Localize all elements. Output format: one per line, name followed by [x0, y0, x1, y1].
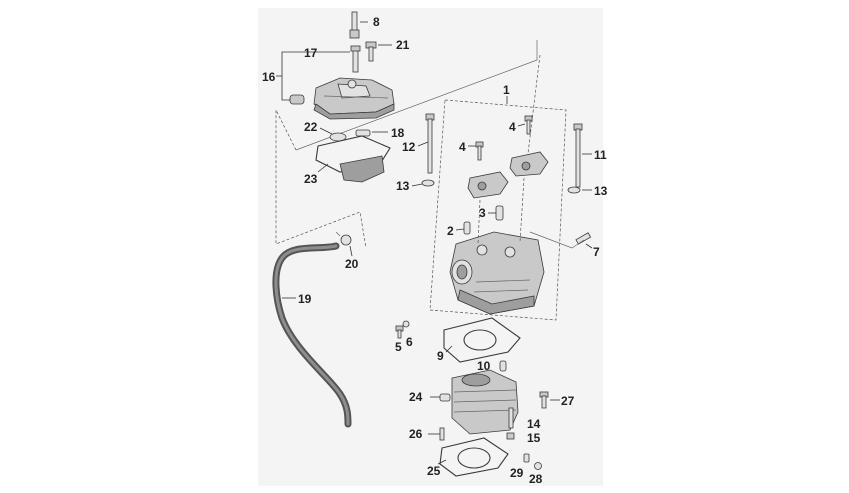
callout-24: 24	[409, 390, 423, 404]
callout-11: 11	[594, 148, 607, 162]
part-26-stud	[439, 427, 445, 441]
routing-line-left	[275, 109, 367, 249]
part-3-dowel	[495, 205, 504, 221]
cylinder-head-assembly-outline	[429, 99, 567, 321]
part-11-head-bolt	[573, 123, 583, 188]
callout-1: 1	[503, 83, 510, 97]
callout-23: 23	[304, 172, 318, 186]
callout-2: 2	[447, 224, 454, 238]
callout-17: 17	[304, 46, 318, 60]
part-7-sensor	[575, 232, 592, 245]
callout-4-left: 4	[459, 140, 466, 154]
routing-line-right	[525, 54, 541, 171]
part-2-dowel	[463, 221, 471, 235]
callout-16: 16	[262, 70, 276, 84]
callout-21: 21	[396, 38, 410, 52]
part-15-nut	[506, 432, 515, 440]
part-4-bolt-left	[475, 141, 484, 161]
callout-3: 3	[479, 206, 486, 220]
callout-13-right: 13	[594, 184, 608, 198]
part-4-bolt-right	[524, 115, 533, 135]
callout-13-left: 13	[396, 179, 410, 193]
part-23-valve-cover-gasket	[315, 135, 391, 183]
part-12-head-bolt	[425, 113, 435, 174]
cylinder-block	[451, 369, 519, 435]
callout-29: 29	[510, 466, 524, 480]
part-19-breather-hose	[272, 242, 352, 428]
camshaft-cap-left	[467, 171, 509, 199]
camshaft-cap-right	[509, 151, 549, 177]
part-18-seal	[355, 129, 371, 137]
part-14-stud	[508, 407, 514, 429]
callout-12: 12	[402, 140, 416, 154]
part-13-washer-right	[567, 186, 581, 194]
part-27-bolt	[539, 391, 549, 409]
part-6-washer	[402, 320, 410, 328]
callout-7: 7	[593, 245, 600, 259]
part-24-fitting	[439, 393, 451, 402]
callout-26: 26	[409, 427, 423, 441]
part-21-bolt	[365, 41, 377, 62]
callout-22: 22	[304, 120, 318, 134]
callout-18: 18	[391, 126, 405, 140]
part-9-head-gasket	[443, 317, 521, 363]
routing-line-left-upper	[295, 40, 538, 151]
callout-25: 25	[427, 464, 441, 478]
part-13-washer-left	[421, 179, 435, 187]
part-25-base-gasket	[439, 437, 509, 477]
part-16-plug	[289, 94, 305, 105]
callout-9: 9	[437, 349, 444, 363]
callout-4-right: 4	[509, 120, 516, 134]
callout-20: 20	[345, 257, 359, 271]
callout-10: 10	[477, 359, 491, 373]
callout-5: 5	[395, 340, 402, 354]
callout-14: 14	[527, 417, 541, 431]
part-10-dowel	[499, 360, 507, 372]
cylinder-head	[449, 231, 545, 315]
valve-cover	[313, 77, 395, 120]
part-28-washer	[534, 462, 542, 470]
part-17-bolt	[350, 45, 361, 73]
callout-8: 8	[373, 15, 380, 29]
callout-15: 15	[527, 431, 541, 445]
callout-19: 19	[298, 292, 312, 306]
part-8-bolt	[349, 11, 360, 39]
callout-6: 6	[406, 335, 413, 349]
callout-27: 27	[561, 394, 575, 408]
callout-28: 28	[529, 472, 543, 486]
part-5-bolt	[395, 325, 404, 339]
part-20-hose-clamp	[335, 231, 352, 246]
part-29-dowel	[523, 453, 530, 463]
